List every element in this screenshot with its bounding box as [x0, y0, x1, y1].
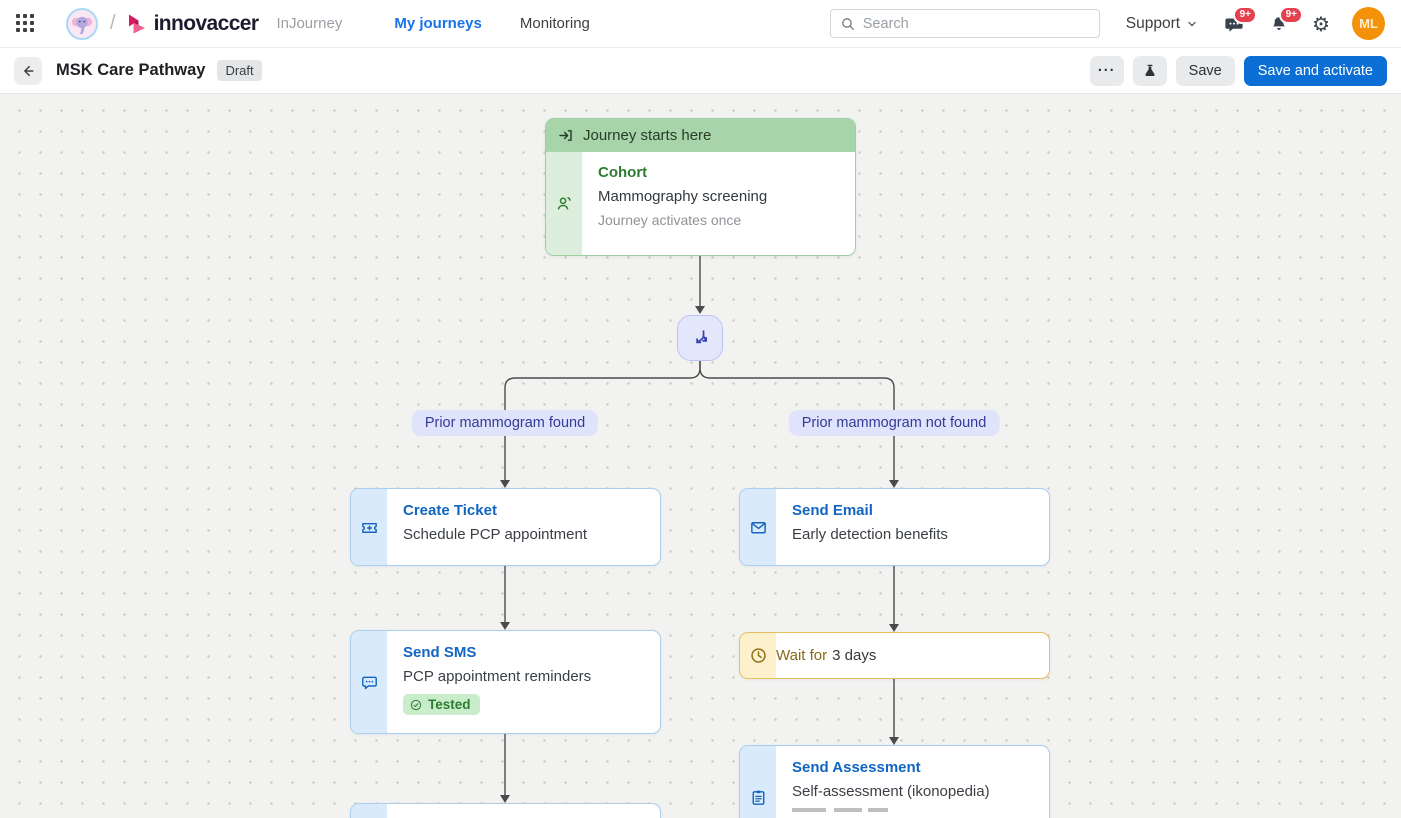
node-send-email[interactable]: Send Email Early detection benefits [739, 488, 1050, 566]
status-badge: Draft [217, 60, 262, 81]
flask-icon [1145, 64, 1155, 76]
user-avatar[interactable]: ML [1352, 7, 1385, 40]
node-branch-split[interactable] [677, 315, 723, 361]
search-icon [841, 17, 854, 30]
node-wait[interactable]: Wait for 3 days [739, 632, 1050, 679]
journey-start-header: Journey starts here [546, 119, 855, 152]
back-button[interactable] [14, 56, 42, 85]
arrow-left-icon [24, 65, 34, 76]
apps-grid-icon[interactable] [16, 13, 36, 34]
send-sms-title: Send SMS [403, 644, 477, 661]
email-icon [750, 521, 766, 533]
check-seal-icon [410, 699, 422, 710]
more-options-button[interactable]: ··· [1089, 55, 1124, 86]
branch-label-found[interactable]: Prior mammogram found [411, 410, 599, 436]
tested-badge-label: Tested [428, 697, 471, 712]
enter-arrow-icon [559, 130, 572, 141]
primary-tabs: My journeys Monitoring [394, 15, 590, 32]
brand-separator: / [110, 12, 116, 34]
clipped-text-line [792, 808, 888, 812]
send-email-title: Send Email [792, 502, 873, 519]
brand-name: innovaccer [153, 11, 259, 35]
support-label: Support [1125, 14, 1181, 32]
send-assessment-subtitle: Self-assessment (ikonopedia) [792, 783, 990, 800]
mascot-avatar[interactable] [66, 7, 98, 40]
create-ticket-title: Create Ticket [403, 502, 497, 519]
send-sms-subtitle: PCP appointment reminders [403, 668, 592, 685]
assessment-clipboard-icon [752, 790, 764, 805]
notifications-button[interactable]: 9+ [1270, 5, 1304, 34]
create-ticket-subtitle: Schedule PCP appointment [403, 526, 588, 543]
node-send-sms[interactable]: Send SMS PCP appointment reminders Teste… [350, 630, 661, 734]
settings-gear-icon[interactable]: ⚙ [1312, 11, 1330, 36]
branch-split-icon [696, 330, 708, 344]
tested-badge: Tested [403, 694, 480, 715]
save-button[interactable]: Save [1175, 55, 1235, 86]
tab-my-journeys[interactable]: My journeys [394, 15, 482, 32]
product-name: InJourney [276, 15, 343, 32]
journey-canvas[interactable]: Journey starts here Cohort Mammography s… [0, 94, 1401, 818]
start-node-subtitle: Mammography screening [598, 188, 768, 205]
node-create-ticket[interactable]: Create Ticket Schedule PCP appointment [350, 488, 661, 566]
search-input[interactable] [862, 15, 1090, 32]
start-node-title: Cohort [598, 164, 648, 181]
journey-title: MSK Care Pathway [56, 61, 206, 79]
clock-icon [750, 648, 766, 663]
node-journey-start[interactable]: Journey starts here Cohort Mammography s… [545, 118, 856, 256]
branch-label-not-found[interactable]: Prior mammogram not found [788, 410, 1000, 436]
wait-value: 3 days [832, 647, 877, 664]
messages-badge: 9+ [1233, 5, 1258, 24]
send-email-subtitle: Early detection benefits [792, 526, 948, 543]
elephant-icon [71, 16, 93, 34]
ticket-icon [361, 522, 377, 533]
test-journey-button[interactable] [1132, 55, 1167, 86]
top-navigation: / innovaccer InJourney My journeys Monit… [0, 0, 1401, 48]
journey-toolbar: MSK Care Pathway Draft ··· Save Save and… [0, 48, 1401, 94]
start-node-meta: Journey activates once [598, 212, 742, 228]
node-partial-bottom[interactable] [350, 803, 661, 818]
chevron-down-icon [1188, 21, 1196, 26]
messages-button[interactable]: 9+ [1224, 5, 1258, 34]
send-assessment-title: Send Assessment [792, 759, 921, 776]
journey-start-label: Journey starts here [583, 127, 712, 144]
innovaccer-mark-icon [128, 14, 145, 33]
node-send-assessment[interactable]: Send Assessment Self-assessment (ikonope… [739, 745, 1050, 818]
sms-icon [361, 676, 377, 689]
cohort-icon [557, 197, 571, 210]
search-box[interactable] [829, 9, 1100, 38]
brand-logo[interactable]: innovaccer [126, 12, 259, 36]
support-menu[interactable]: Support [1126, 15, 1198, 33]
notifications-badge: 9+ [1279, 5, 1304, 24]
wait-prefix: Wait for [776, 647, 828, 664]
tab-monitoring[interactable]: Monitoring [519, 15, 590, 32]
save-and-activate-button[interactable]: Save and activate [1243, 55, 1387, 86]
